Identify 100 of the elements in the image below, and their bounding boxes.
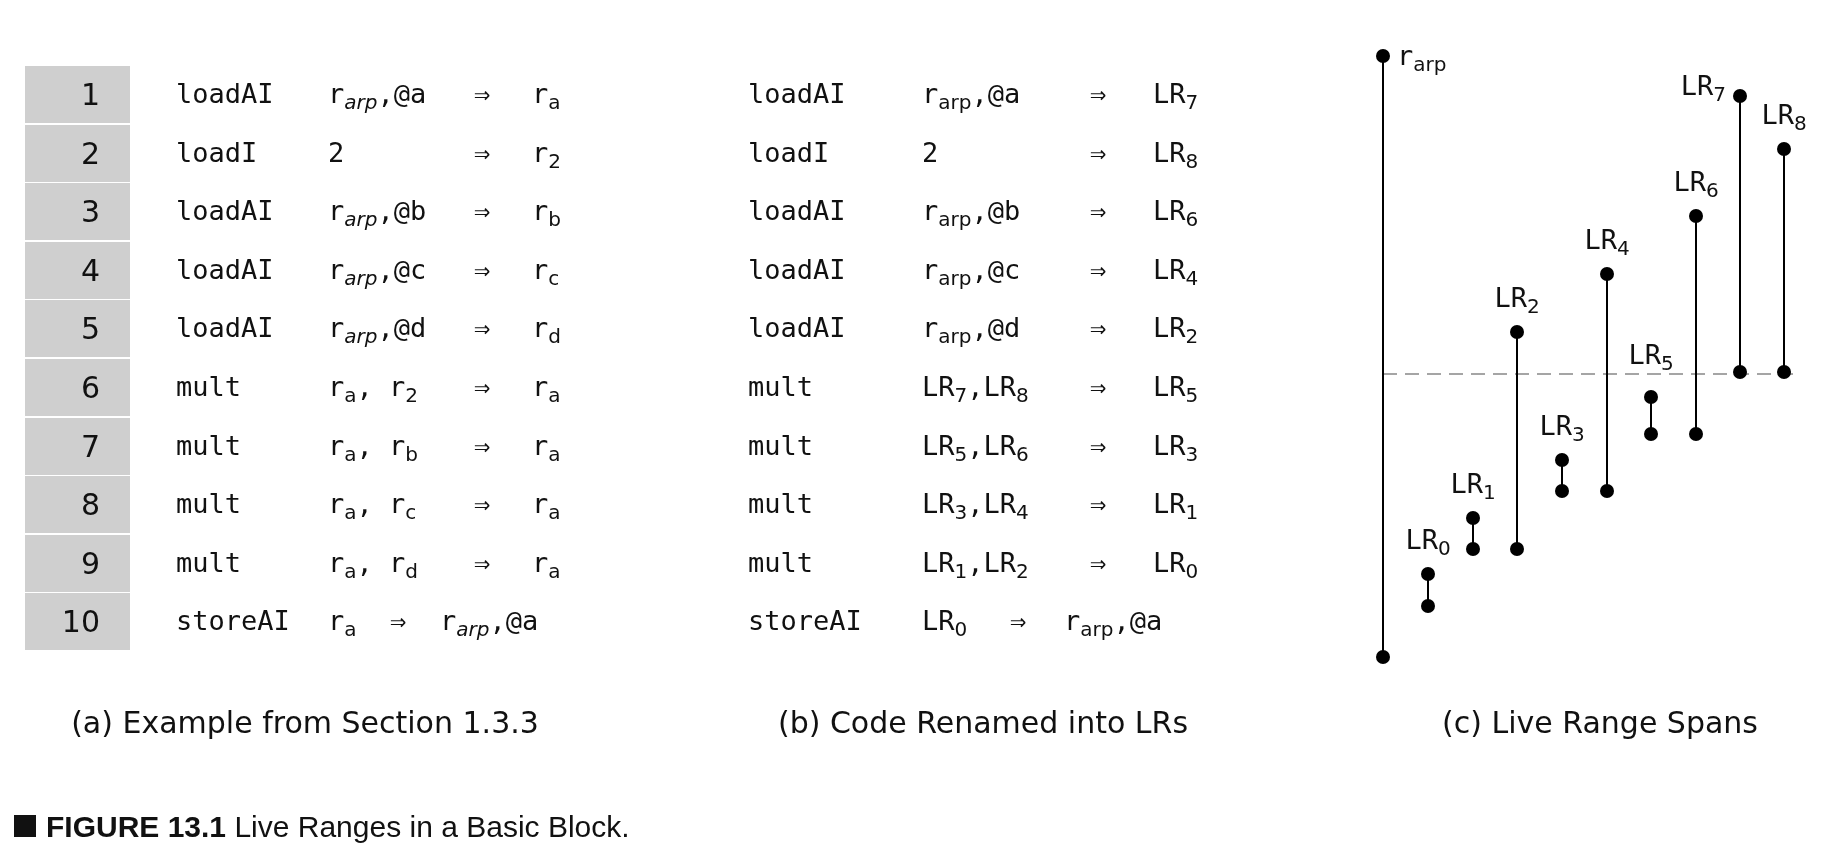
assign-arrow: ⇒ <box>1090 548 1107 576</box>
assign-arrow: ⇒ <box>1090 431 1107 459</box>
opcode: mult <box>176 431 242 459</box>
opcode: loadI <box>176 138 258 166</box>
target-register: LR$_{2}$ <box>1153 314 1199 347</box>
assign-arrow: ⇒ <box>474 80 491 107</box>
operands: r$_{arp}$,@b <box>922 197 1021 230</box>
assign-arrow: ⇒ <box>1090 197 1107 225</box>
line-number: 2 <box>25 124 130 182</box>
operands: LR$_{3}$,LR$_{4}$ <box>922 490 1029 523</box>
assign-arrow: ⇒ <box>474 373 491 400</box>
opcode: mult <box>176 373 242 400</box>
target-register: LR$_{1}$ <box>1153 490 1199 523</box>
opcode: storeAI <box>748 607 862 635</box>
subfigure-caption: (b) Code Renamed into LRs <box>777 708 1189 738</box>
opcode: loadAI <box>748 314 846 342</box>
line-number: 10 <box>25 593 130 651</box>
line-number: 6 <box>25 359 130 416</box>
opcode: mult <box>748 548 814 576</box>
target-register: r$_{a}$ <box>532 490 561 523</box>
target-register: LR$_{8}$ <box>1153 138 1199 171</box>
opcode: loadI <box>748 138 830 166</box>
target-register: LR$_{5}$ <box>1153 373 1199 406</box>
figure-caption: FIGURE 13.1 Live Ranges in a Basic Block. <box>46 812 630 842</box>
operands: r$_{arp}$,@a <box>328 80 427 113</box>
opcode: loadAI <box>748 80 846 107</box>
target-register: r$_{a}$ <box>532 548 561 582</box>
opcode: loadAI <box>176 255 274 283</box>
target-register: r$_{2}$ <box>532 138 561 171</box>
assign-arrow: ⇒ <box>474 490 491 518</box>
operands: LR$_{5}$,LR$_{6}$ <box>922 431 1029 464</box>
opcode: storeAI <box>176 607 290 635</box>
target-register: LR$_{3}$ <box>1153 431 1199 464</box>
assign-arrow: ⇒ <box>1090 490 1107 518</box>
assign-arrow: ⇒ <box>1090 138 1107 166</box>
range-label: LR$_{8}$ <box>1761 101 1807 134</box>
target-register: r$_{arp}$,@a <box>1064 607 1163 640</box>
range-label: LR$_{4}$ <box>1584 226 1630 259</box>
subfigure-caption: (c) Live Range Spans <box>1442 708 1758 738</box>
target-register: r$_{c}$ <box>532 255 560 289</box>
operands: r$_{arp}$,@d <box>922 314 1021 347</box>
target-register: r$_{b}$ <box>532 197 561 230</box>
operands: r$_{a}$ <box>328 607 357 640</box>
operands: r$_{arp}$,@c <box>328 255 427 289</box>
subfigure-caption: (a) Example from Section 1.3.3 <box>71 708 539 738</box>
operands: r$_{arp}$,@c <box>922 255 1021 289</box>
operands: r$_{arp}$,@a <box>922 80 1021 113</box>
opcode: loadAI <box>748 197 846 225</box>
target-register: r$_{arp}$,@a <box>440 607 539 640</box>
target-register: r$_{d}$ <box>532 314 561 347</box>
target-register: LR$_{7}$ <box>1153 80 1199 113</box>
operands: r$_{a}$, r$_{2}$ <box>328 373 419 406</box>
line-number: 3 <box>25 183 130 241</box>
line-number: 1 <box>25 66 130 123</box>
assign-arrow: ⇒ <box>1090 373 1107 400</box>
opcode: loadAI <box>176 197 274 225</box>
range-label: LR$_{1}$ <box>1450 470 1496 503</box>
assign-arrow: ⇒ <box>474 548 491 576</box>
assign-arrow: ⇒ <box>1010 607 1027 635</box>
opcode: loadAI <box>748 255 846 283</box>
range-label: LR$_{6}$ <box>1673 168 1719 201</box>
opcode: loadAI <box>176 314 274 342</box>
operands: 2 <box>922 138 939 166</box>
assign-arrow: ⇒ <box>390 607 407 635</box>
range-label: LR$_{7}$ <box>1680 72 1726 105</box>
assign-arrow: ⇒ <box>474 431 491 459</box>
target-register: LR$_{0}$ <box>1153 548 1199 582</box>
opcode: mult <box>748 373 814 400</box>
range-label: LR$_{2}$ <box>1494 284 1540 317</box>
assign-arrow: ⇒ <box>474 197 491 225</box>
target-register: LR$_{4}$ <box>1153 255 1199 289</box>
range-label: r$_{arp}$ <box>1397 42 1447 75</box>
operands: r$_{arp}$,@b <box>328 197 427 230</box>
operands: r$_{arp}$,@d <box>328 314 427 347</box>
opcode: mult <box>176 490 242 518</box>
operands: r$_{a}$, r$_{d}$ <box>328 548 418 582</box>
line-number: 7 <box>25 417 130 475</box>
range-label: LR$_{5}$ <box>1628 341 1674 374</box>
opcode: mult <box>176 548 242 576</box>
operands: r$_{a}$, r$_{b}$ <box>328 431 418 464</box>
line-number: 8 <box>25 476 130 534</box>
assign-arrow: ⇒ <box>1090 80 1107 107</box>
range-label: LR$_{0}$ <box>1405 526 1451 559</box>
range-label: LR$_{3}$ <box>1539 412 1585 445</box>
assign-arrow: ⇒ <box>1090 314 1107 342</box>
target-register: r$_{a}$ <box>532 80 561 113</box>
opcode: loadAI <box>176 80 274 107</box>
line-number: 9 <box>25 534 130 592</box>
opcode: mult <box>748 431 814 459</box>
opcode: mult <box>748 490 814 518</box>
line-number: 4 <box>25 241 130 299</box>
target-register: LR$_{6}$ <box>1153 197 1199 230</box>
operands: LR$_{1}$,LR$_{2}$ <box>922 548 1029 582</box>
assign-arrow: ⇒ <box>474 314 491 342</box>
operands: r$_{a}$, r$_{c}$ <box>328 490 417 523</box>
operands: LR$_{0}$ <box>922 607 968 640</box>
operands: LR$_{7}$,LR$_{8}$ <box>922 373 1029 406</box>
operands: 2 <box>328 138 345 166</box>
assign-arrow: ⇒ <box>474 255 491 283</box>
target-register: r$_{a}$ <box>532 373 561 406</box>
